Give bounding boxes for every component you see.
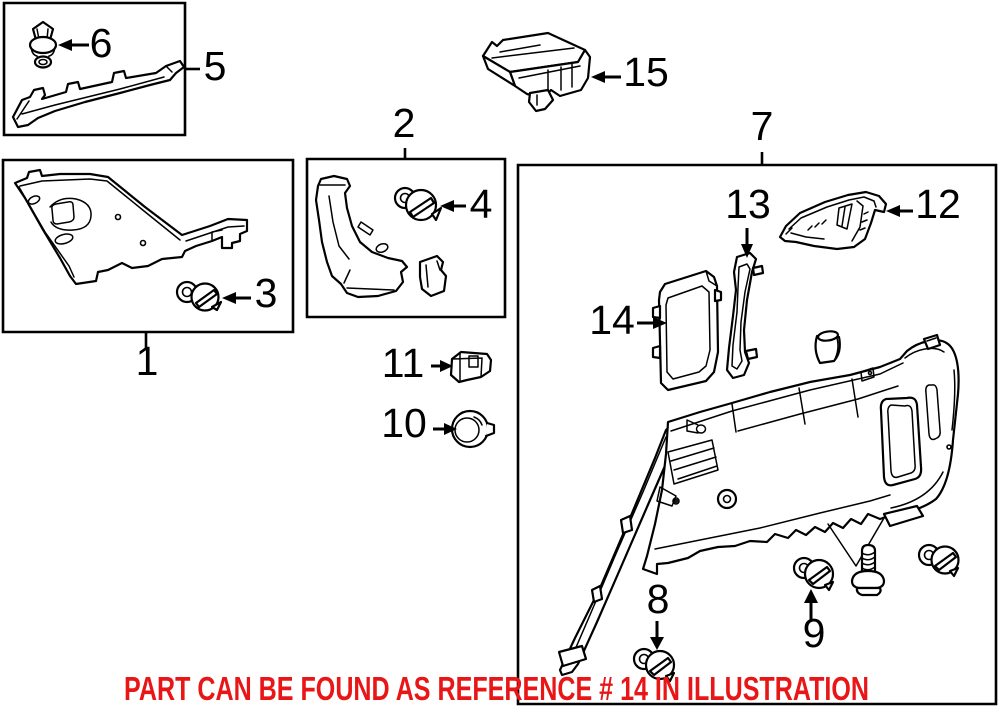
group-box-7 bbox=[518, 165, 996, 704]
callout-3: 3 bbox=[254, 270, 278, 316]
reference-note: PART CAN BE FOUND AS REFERENCE # 14 IN I… bbox=[124, 670, 870, 707]
callout-9: 9 bbox=[802, 610, 826, 656]
callout-11: 11 bbox=[381, 340, 425, 386]
part-12-storage-tray-drawing bbox=[780, 192, 886, 249]
callout-12: 12 bbox=[915, 181, 961, 227]
callout-15: 15 bbox=[623, 49, 669, 95]
callout-7: 7 bbox=[750, 103, 774, 149]
cylinder-bumper-drawing bbox=[816, 330, 840, 363]
part-2-bracket-drawing bbox=[420, 256, 446, 296]
part-8-screw-grommet-drawing bbox=[634, 649, 674, 681]
callout-arrows bbox=[58, 39, 913, 650]
part-1-pillar-trim-drawing bbox=[15, 170, 247, 284]
part-9-screw-grommet-drawing bbox=[794, 558, 833, 590]
group-box-2-4 bbox=[307, 159, 505, 317]
callout-13: 13 bbox=[725, 181, 771, 227]
part-4-screw-grommet-drawing bbox=[395, 188, 441, 220]
callout-5: 5 bbox=[203, 43, 227, 89]
part-5-trim-strip-drawing bbox=[13, 61, 184, 127]
callout-6: 6 bbox=[89, 20, 113, 66]
group-box-1-3 bbox=[3, 160, 293, 332]
extra-screw-grommet-drawing bbox=[919, 545, 959, 576]
callout-10: 10 bbox=[381, 400, 427, 446]
part-6-push-pin-clip-drawing bbox=[30, 22, 56, 68]
part-2-pillar-trim-drawing bbox=[316, 176, 407, 297]
part-11-square-clip-drawing bbox=[451, 352, 491, 382]
group-box-5-6 bbox=[4, 3, 185, 135]
callout-4: 4 bbox=[469, 181, 493, 227]
part-3-screw-grommet-drawing bbox=[177, 282, 221, 311]
part-10-grommet-cap-drawing bbox=[452, 411, 494, 447]
part-7-quarter-trim-panel-drawing bbox=[559, 335, 959, 675]
callout-1: 1 bbox=[135, 338, 159, 384]
callout-8: 8 bbox=[646, 576, 670, 622]
trim-screw-drawing bbox=[852, 545, 884, 595]
part-13-trim-strip-drawing bbox=[727, 253, 763, 378]
part-15-control-module-drawing bbox=[483, 33, 590, 111]
part-14-pocket-panel-drawing bbox=[653, 271, 721, 390]
callout-2: 2 bbox=[392, 100, 416, 146]
callout-14: 14 bbox=[589, 297, 635, 343]
